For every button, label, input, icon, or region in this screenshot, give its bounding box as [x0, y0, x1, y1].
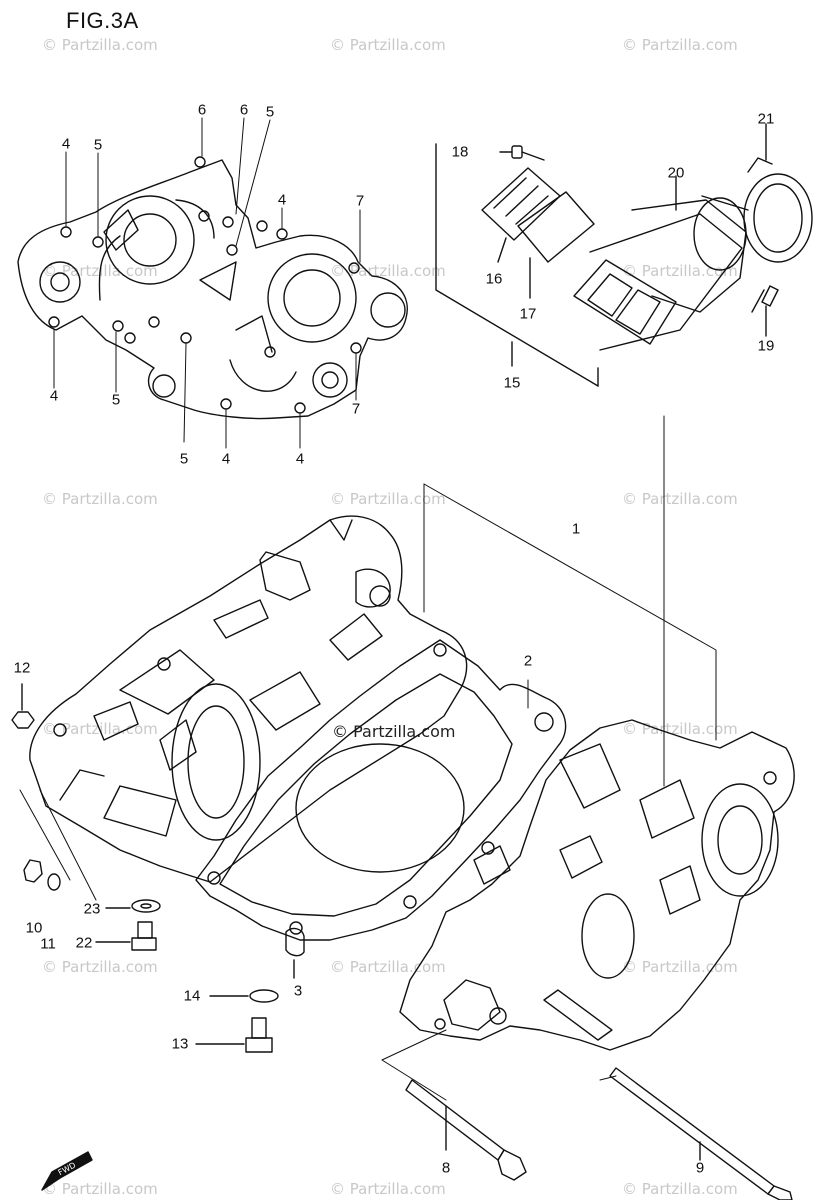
callout-8: 8 — [441, 1159, 451, 1177]
callout-14: 14 — [183, 987, 201, 1005]
callout-7: 7 — [355, 192, 365, 210]
callout-17: 17 — [519, 305, 537, 323]
callout-23: 23 — [83, 900, 101, 918]
watermark: © Partzilla.com — [330, 490, 446, 508]
callout-5: 5 — [111, 391, 121, 409]
callout-7: 7 — [351, 400, 361, 418]
watermark: © Partzilla.com — [622, 720, 738, 738]
watermark: © Partzilla.com — [330, 958, 446, 976]
callout-22: 22 — [75, 934, 93, 952]
callout-18: 18 — [451, 143, 469, 161]
forward-arrow-icon: FWD — [41, 1151, 93, 1191]
callout-4: 4 — [49, 387, 59, 405]
callout-19: 19 — [757, 337, 775, 355]
watermark-center: © Partzilla.com — [332, 722, 456, 741]
watermark: © Partzilla.com — [42, 36, 158, 54]
watermark: © Partzilla.com — [42, 958, 158, 976]
reed-valve-group — [435, 123, 813, 387]
assembly-leaders — [19, 415, 717, 1101]
callout-2: 2 — [523, 652, 533, 670]
figure-title: FIG.3A — [66, 8, 139, 33]
watermark: © Partzilla.com — [330, 36, 446, 54]
callout-4: 4 — [221, 450, 231, 468]
callout-11: 11 — [40, 935, 56, 953]
gasket — [195, 639, 567, 941]
watermark: © Partzilla.com — [622, 490, 738, 508]
callout-4: 4 — [277, 191, 287, 209]
callout-3: 3 — [293, 982, 303, 1000]
crankcase-left-half — [29, 515, 468, 883]
callout-15: 15 — [503, 374, 521, 392]
callout-9: 9 — [695, 1159, 705, 1177]
callout-5: 5 — [265, 103, 275, 121]
callout-5: 5 — [93, 136, 103, 154]
callout-4: 4 — [295, 450, 305, 468]
callout-4: 4 — [61, 135, 71, 153]
callout-12: 12 — [13, 659, 31, 677]
crankcase-right-half — [399, 719, 795, 1051]
callout-1: 1 — [571, 520, 581, 538]
callout-21: 21 — [757, 110, 775, 128]
callout-6: 6 — [197, 101, 207, 119]
callout-5: 5 — [179, 450, 189, 468]
watermark: © Partzilla.com — [622, 958, 738, 976]
watermark: © Partzilla.com — [622, 36, 738, 54]
callout-6: 6 — [239, 101, 249, 119]
watermark: © Partzilla.com — [42, 1180, 158, 1198]
watermark: © Partzilla.com — [622, 1180, 738, 1198]
watermark: © Partzilla.com — [42, 490, 158, 508]
callout-20: 20 — [667, 164, 685, 182]
watermark: © Partzilla.com — [330, 1180, 446, 1198]
callout-13: 13 — [171, 1035, 189, 1053]
callout-10: 10 — [25, 919, 43, 937]
hardware-parts — [11, 683, 793, 1200]
crankcase-side-view — [17, 117, 408, 449]
callout-16: 16 — [485, 270, 503, 288]
bolt-hole — [48, 156, 362, 414]
